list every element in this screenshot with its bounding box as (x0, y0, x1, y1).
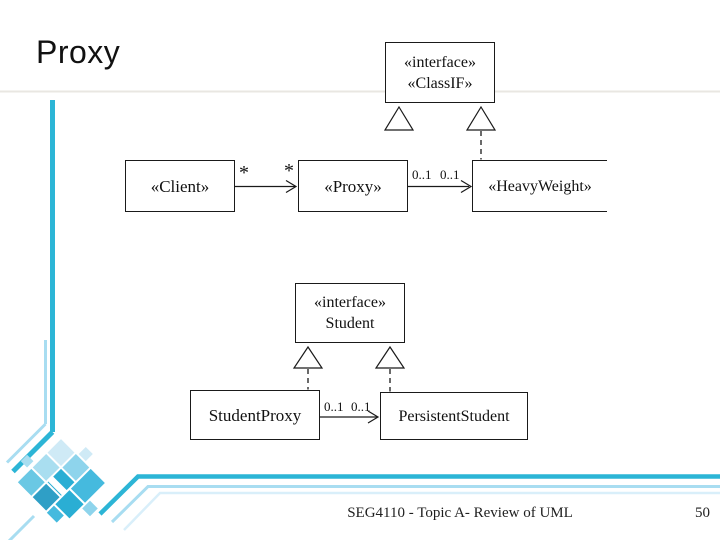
multiplicity-persistent-01: 0..1 (351, 399, 371, 414)
decor-bottom-line-faint (123, 491, 720, 531)
multiplicity-proxy-01: 0..1 (412, 167, 432, 182)
multiplicity-heavyweight-01: 0..1 (440, 167, 460, 182)
uml-class-heavyweight: «HeavyWeight» (472, 160, 607, 212)
decor-bottom-line-dark (98, 474, 720, 516)
page-title: Proxy (36, 34, 121, 70)
footer-text: SEG4110 - Topic A- Review of UML (347, 505, 573, 521)
client-name-label: «Client» (150, 176, 210, 196)
uml-class-proxy: «Proxy» (298, 160, 408, 212)
heavyweight-name-label: «HeavyWeight» (488, 177, 592, 195)
decor-diagonal-corner (7, 514, 36, 540)
decor-bottom-line-light (110, 485, 720, 524)
persistentstudent-name-label: PersistentStudent (398, 407, 510, 425)
page-number: 50 (695, 505, 710, 521)
multiplicity-proxy-star: * (284, 160, 294, 182)
decor-diagonal-light (5, 422, 47, 464)
multiplicity-studentproxy-01: 0..1 (324, 399, 344, 414)
classif-name-label: «ClassIF» (407, 74, 473, 92)
multiplicity-client-star: * (239, 162, 249, 184)
decor-diagonal-dark (11, 430, 55, 474)
uml-class-persistentstudent: PersistentStudent (380, 392, 528, 440)
studentproxy-name-label: StudentProxy (208, 405, 302, 425)
association-arrowhead-client-proxy (285, 179, 298, 194)
association-arrowhead-studentproxy-persistent (367, 410, 380, 424)
generalization-triangle-classif-right (465, 105, 497, 131)
association-arrowhead-proxy-heavyweight (460, 179, 473, 194)
generalization-triangle-student-left (292, 345, 324, 369)
student-name-label: Student (325, 315, 375, 332)
proxy-name-label: «Proxy» (324, 176, 382, 196)
uml-class-studentproxy: StudentProxy (190, 390, 320, 440)
uml-class-student-interface: «interface» Student (295, 283, 405, 343)
classif-stereotype-label: «interface» (404, 53, 476, 71)
generalization-triangle-student-right (374, 345, 406, 369)
student-stereotype-label: «interface» (314, 294, 386, 311)
decor-diamond-mosaic (17, 439, 105, 523)
uml-class-classif: «interface» «ClassIF» (385, 42, 495, 103)
uml-class-client: «Client» (125, 160, 235, 212)
generalization-triangle-classif-left (383, 105, 415, 131)
